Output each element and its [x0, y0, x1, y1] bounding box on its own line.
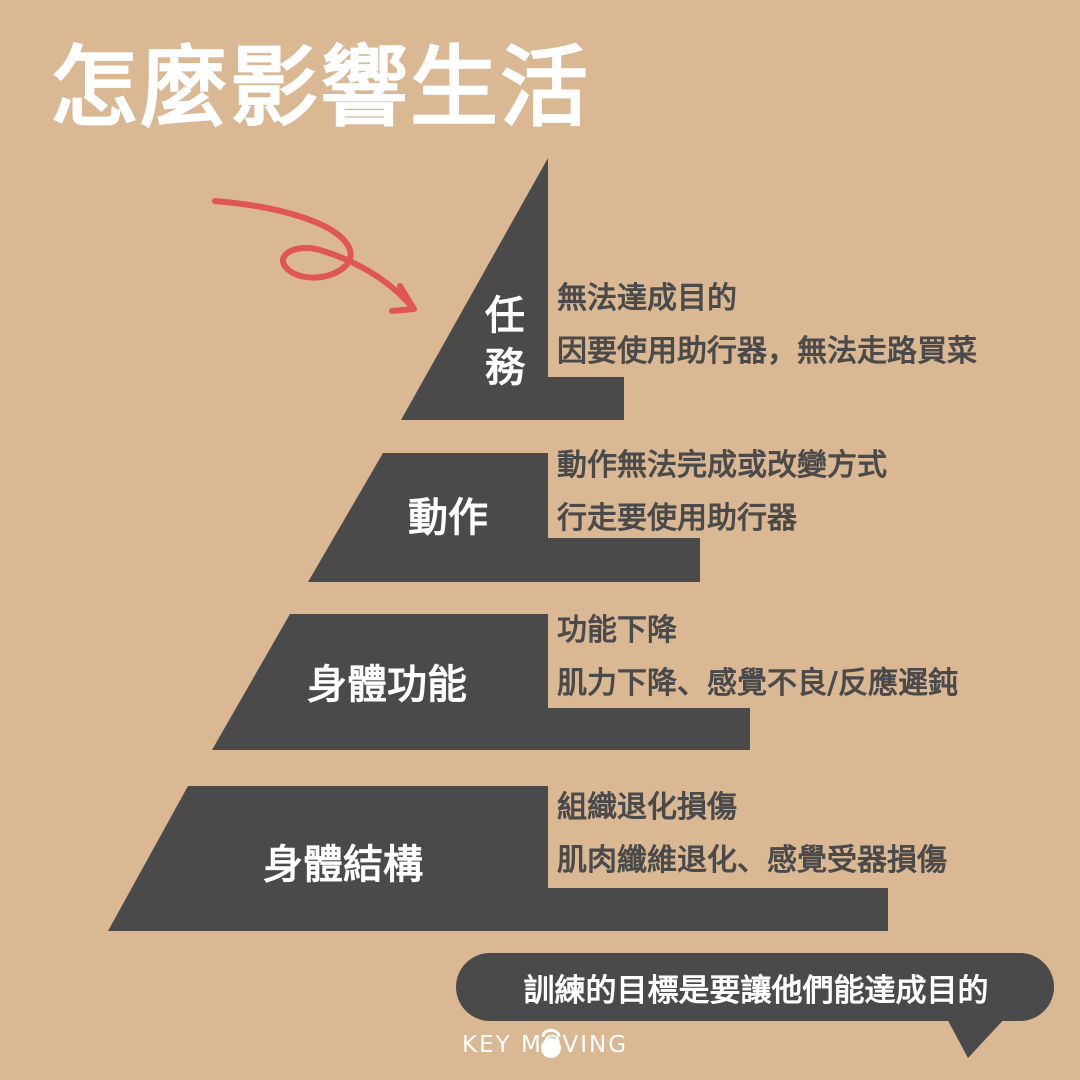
level-desc-body-function: 功能下降 肌力下降、感覺不良/反應遲鈍 [557, 605, 958, 710]
speech-bubble [456, 953, 1054, 1058]
desc-line: 無法達成目的 [557, 281, 737, 316]
level-label-task: 任務 [485, 293, 525, 391]
level-label-body-function: 身體功能 [307, 662, 467, 708]
pyramid-level-motion [308, 453, 700, 582]
desc-line: 肌肉纖維退化、感覺受器損傷 [557, 842, 947, 878]
desc-line: 功能下降 [557, 613, 677, 648]
page-title: 怎麼影響生活 [50, 36, 591, 139]
level-label-motion: 動作 [408, 495, 488, 541]
desc-line: 肌力下降、感覺不良/反應遲鈍 [557, 665, 958, 701]
pyramid-level-body-function [212, 614, 750, 750]
pyramid-level-body-structure [108, 786, 888, 931]
level-desc-body-structure: 組織退化損傷 肌肉纖維退化、感覺受器損傷 [557, 782, 947, 887]
kettlebell-icon [541, 1028, 561, 1058]
curly-arrow-icon [212, 198, 417, 314]
desc-line: 因要使用助行器，無法走路買菜 [557, 333, 977, 369]
level-desc-motion: 動作無法完成或改變方式 行走要使用助行器 [557, 440, 887, 545]
desc-line: 組織退化損傷 [557, 790, 737, 825]
pyramid-level-task [401, 158, 624, 420]
desc-line: 行走要使用助行器 [557, 500, 797, 536]
level-label-body-structure: 身體結構 [263, 842, 423, 888]
callout-text: 訓練的目標是要讓他們能達成目的 [523, 972, 989, 1009]
brand-logo-text: KEY MOVING [462, 1032, 629, 1058]
level-desc-task: 無法達成目的 因要使用助行器，無法走路買菜 [557, 273, 977, 378]
desc-line: 動作無法完成或改變方式 [557, 448, 887, 483]
